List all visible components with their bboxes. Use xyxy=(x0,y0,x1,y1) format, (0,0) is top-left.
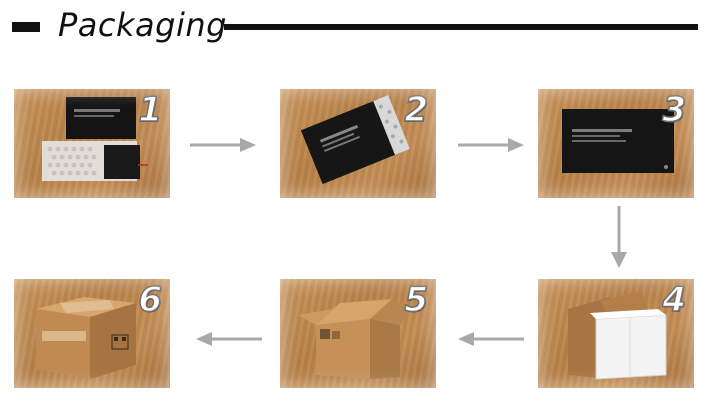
step-number: 1 xyxy=(138,90,163,130)
arrow-right-icon xyxy=(190,138,256,152)
page-title: Packaging xyxy=(58,6,227,44)
step-2-panel: 2 xyxy=(280,89,436,198)
arrow-left-icon xyxy=(196,332,262,346)
step-number: 6 xyxy=(138,280,163,320)
step-number: 3 xyxy=(662,90,687,130)
arrow-down-icon xyxy=(611,206,627,268)
step-number: 4 xyxy=(662,280,687,320)
tablet-and-bubble-wrap-image xyxy=(42,97,148,181)
header-square-icon xyxy=(12,22,40,32)
open-carton-image xyxy=(298,299,412,379)
step-6-panel: 6 xyxy=(14,279,170,388)
arrow-right-icon xyxy=(458,138,524,152)
step-5-panel: 5 xyxy=(280,279,436,388)
arrow-left-icon xyxy=(458,332,524,346)
header-rule xyxy=(224,24,698,30)
tablet-in-bubble-bag-image xyxy=(300,95,410,185)
step-number: 2 xyxy=(404,90,429,130)
sealed-carton-image xyxy=(36,297,136,379)
foam-box-in-carton-image xyxy=(568,291,667,380)
step-3-panel: 3 xyxy=(538,89,694,198)
tablet-sealed-image xyxy=(562,109,674,173)
step-4-panel: 4 xyxy=(538,279,694,388)
step-1-panel: 1 xyxy=(14,89,170,198)
step-number: 5 xyxy=(404,280,429,320)
